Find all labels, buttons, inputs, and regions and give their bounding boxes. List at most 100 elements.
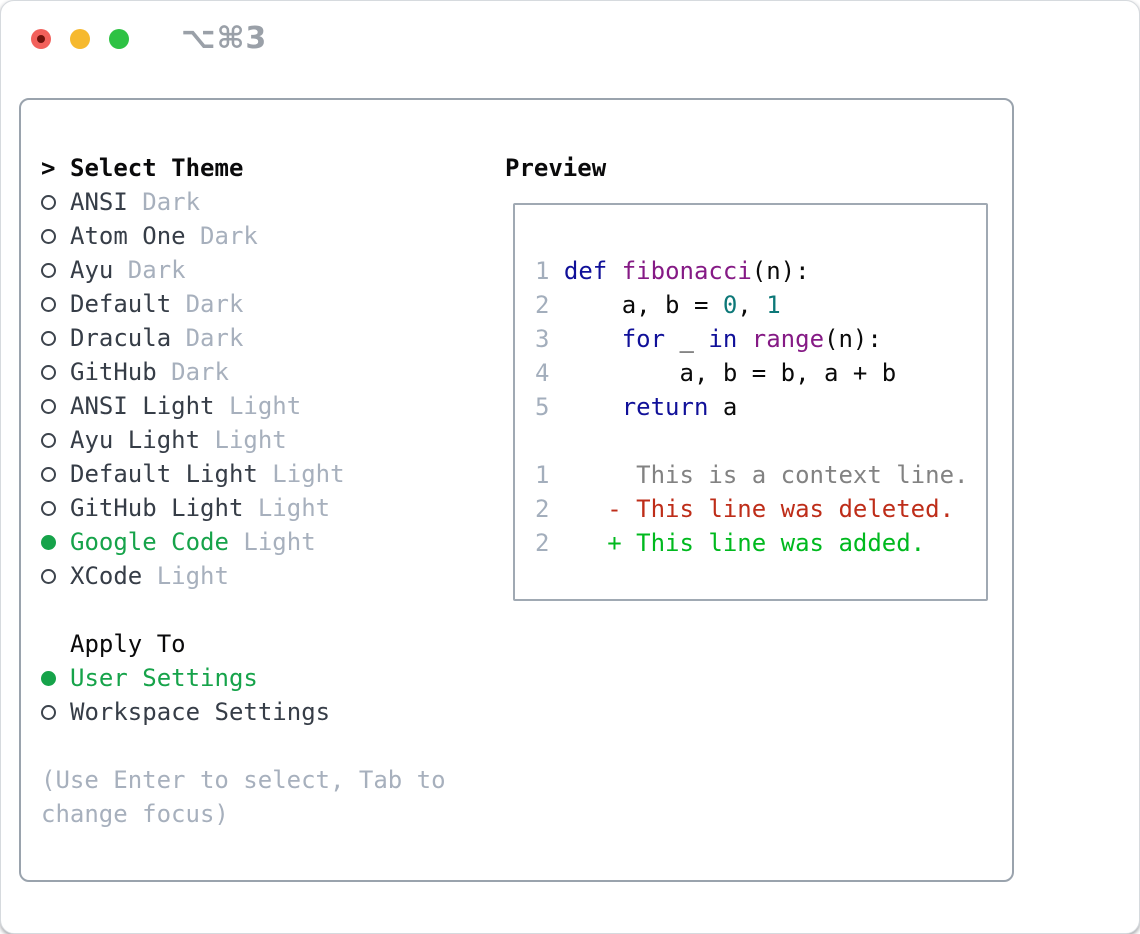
zoom-button[interactable] — [109, 29, 129, 49]
radio-circle — [41, 500, 56, 516]
code-token-plain: a, b = b, a + b — [549, 359, 897, 387]
option-variant-label: Light — [200, 426, 287, 454]
option-label: Workspace Settings — [70, 698, 331, 726]
code-token-plain: _ — [665, 325, 709, 353]
radio-icon — [41, 262, 70, 278]
code-line: 1 This is a context line. — [535, 458, 986, 492]
radio-icon — [41, 296, 70, 312]
code-token-keyword: return — [621, 393, 709, 421]
radio-circle — [41, 364, 56, 380]
code-line: 3 for _ in range(n): — [535, 322, 986, 356]
option-variant-label: Dark — [127, 188, 201, 216]
code-token-keyword: def — [563, 257, 608, 285]
option-label: Ayu Light — [70, 426, 201, 454]
option-label: Default — [70, 290, 172, 318]
option-label: Dracula — [70, 324, 172, 352]
theme-option-ansi-light-light[interactable]: ANSI Light Light — [41, 389, 446, 423]
theme-option-ayu-dark[interactable]: Ayu Dark — [41, 253, 446, 287]
option-label: XCode — [70, 562, 143, 590]
radio-circle — [41, 534, 56, 550]
radio-icon — [41, 500, 70, 516]
theme-option-dracula-dark[interactable]: Dracula Dark — [41, 321, 446, 355]
code-token-lineno: 3 — [535, 325, 550, 353]
code-token-lineno: 5 — [535, 393, 550, 421]
theme-option-default-light-light[interactable]: Default Light Light — [41, 457, 446, 491]
radio-circle — [41, 466, 56, 482]
apply-option-workspace-settings[interactable]: Workspace Settings — [41, 695, 446, 729]
focus-cursor-icon: > — [41, 154, 56, 182]
option-variant-label: Light — [228, 528, 316, 556]
code-token-context: This is a context line. — [549, 461, 969, 489]
option-variant-label: Dark — [156, 358, 229, 386]
hint-line: change focus) — [41, 800, 229, 828]
spacer — [41, 593, 446, 627]
option-variant-label: Dark — [171, 290, 244, 318]
code-token-type: range — [751, 325, 825, 353]
code-token-plain: a — [708, 393, 738, 421]
code-token-plain: (n): — [824, 325, 882, 353]
close-button[interactable] — [31, 29, 51, 49]
theme-option-github-dark[interactable]: GitHub Dark — [41, 355, 446, 389]
radio-icon — [41, 432, 70, 448]
radio-circle — [41, 432, 56, 448]
option-label: GitHub Light — [70, 494, 244, 522]
option-variant-label: Dark — [171, 324, 244, 352]
option-variant-label: Light — [214, 392, 302, 420]
hint-line: (Use Enter to select, Tab to — [41, 766, 446, 794]
code-token-lineno: 2 — [535, 529, 550, 557]
code-token-literal: 0 — [722, 291, 738, 319]
option-label: GitHub — [70, 358, 157, 386]
select-theme-header: > Select Theme — [41, 151, 446, 185]
code-line: 5 return a — [535, 390, 986, 424]
theme-option-xcode-light[interactable]: XCode Light — [41, 559, 446, 593]
code-token-plain: a, b = — [549, 291, 723, 319]
spacer — [41, 729, 446, 763]
radio-circle — [41, 262, 56, 278]
code-line: 2 + This line was added. — [535, 526, 986, 560]
code-line: 2 a, b = 0, 1 — [535, 288, 986, 322]
code-token-plain: (n): — [751, 257, 810, 285]
code-token-keyword: for — [621, 325, 666, 353]
theme-option-default-dark[interactable]: Default Dark — [41, 287, 446, 321]
code-token-plain — [737, 325, 751, 353]
minimize-button[interactable] — [70, 29, 90, 49]
hint-text: (Use Enter to select, Tab to change focus… — [41, 763, 446, 831]
radio-circle — [41, 398, 56, 414]
theme-option-atom-one-dark[interactable]: Atom One Dark — [41, 219, 446, 253]
radio-circle — [41, 228, 56, 244]
theme-option-ayu-light-light[interactable]: Ayu Light Light — [41, 423, 446, 457]
radio-circle — [41, 704, 56, 720]
theme-option-google-code-light[interactable]: Google Code Light — [41, 525, 446, 559]
apply-option-user-settings[interactable]: User Settings — [41, 661, 446, 695]
code-token-plain — [549, 495, 607, 523]
theme-option-github-light-light[interactable]: GitHub Light Light — [41, 491, 446, 525]
code-line: 1 def fibonacci(n): — [535, 254, 986, 288]
radio-icon — [41, 228, 70, 244]
titlebar: ⌥⌘3 — [31, 24, 267, 54]
option-label: Default Light — [70, 460, 258, 488]
select-theme-title: Select Theme — [70, 154, 244, 182]
code-token-deleted: - This line was deleted. — [607, 495, 955, 523]
radio-icon — [41, 330, 70, 346]
code-token-keyword: in — [708, 325, 738, 353]
option-variant-label: Dark — [113, 256, 186, 284]
close-button-dot-icon — [37, 35, 45, 43]
theme-option-ansi-dark[interactable]: ANSI Dark — [41, 185, 446, 219]
code-token-type: fibonacci — [621, 257, 752, 285]
apply-to-title: Apply To — [70, 630, 186, 658]
option-variant-label: Dark — [185, 222, 258, 250]
radio-circle — [41, 296, 56, 312]
radio-icon — [41, 194, 70, 210]
code-token-plain — [549, 325, 621, 353]
code-token-literal: 1 — [766, 291, 781, 319]
radio-circle — [41, 670, 56, 686]
option-label: Google Code — [70, 528, 229, 556]
option-label: ANSI — [70, 188, 128, 216]
code-line: 4 a, b = b, a + b — [535, 356, 986, 390]
code-token-lineno: 1 — [535, 257, 550, 285]
code-token-plain: , — [737, 291, 767, 319]
radio-icon — [41, 364, 70, 380]
